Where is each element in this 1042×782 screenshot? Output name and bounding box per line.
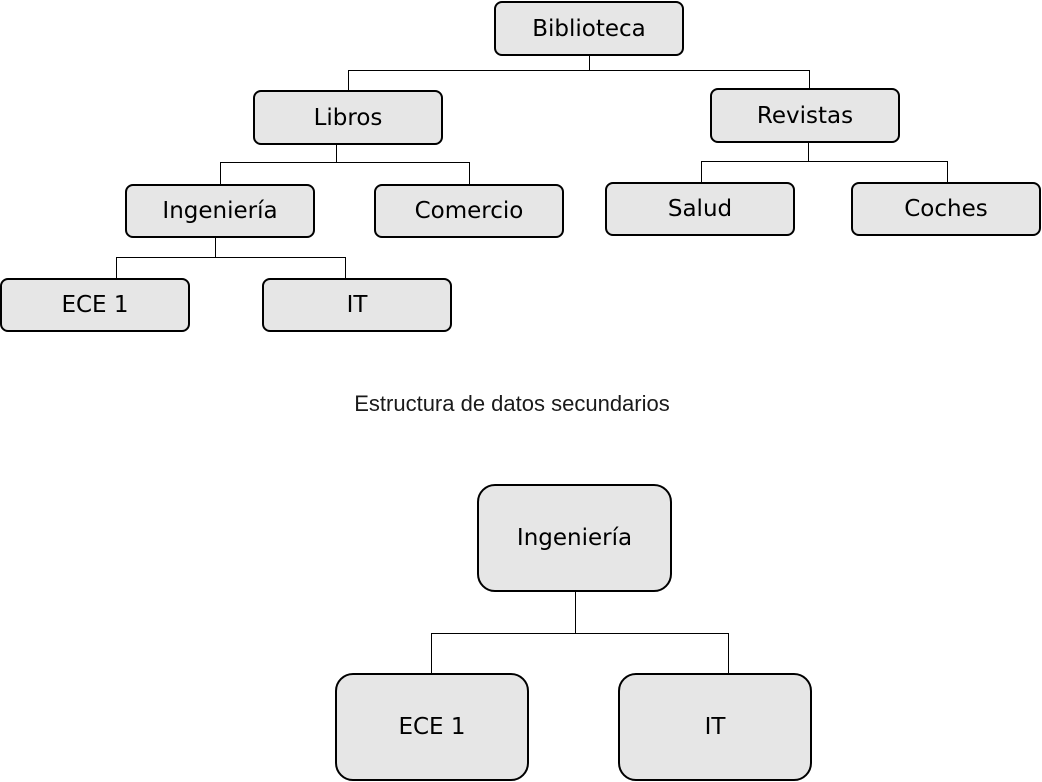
connector-line [589,56,590,71]
connector-line [116,257,117,278]
connector-line [431,633,729,634]
connector-line [220,162,221,184]
connector-line [808,143,809,162]
connector-line [701,161,948,162]
node-salud: Salud [605,182,795,236]
connector-line [431,633,432,673]
node-libros: Libros [253,90,443,145]
subtree-node-it: IT [618,673,812,781]
subtree-node-ingenieria: Ingeniería [477,484,672,592]
connector-line [809,70,810,88]
connector-line [116,257,346,258]
connector-line [345,257,346,278]
node-biblioteca: Biblioteca [494,1,684,56]
connector-line [220,162,470,163]
diagram-caption: Estructura de datos secundarios [354,391,670,416]
node-it: IT [262,278,452,332]
connector-line [348,70,349,90]
node-revistas: Revistas [710,88,900,143]
node-ece1: ECE 1 [0,278,190,332]
node-ingenieria: Ingeniería [125,184,315,238]
subtree-node-ece1: ECE 1 [335,673,529,781]
node-comercio: Comercio [374,184,564,238]
connector-line [348,70,810,71]
connector-line [575,592,576,634]
connector-line [469,162,470,184]
connector-line [701,161,702,182]
connector-line [215,238,216,257]
connector-line [728,633,729,676]
node-coches: Coches [851,182,1041,236]
connector-line [336,145,337,162]
connector-line [947,161,948,182]
